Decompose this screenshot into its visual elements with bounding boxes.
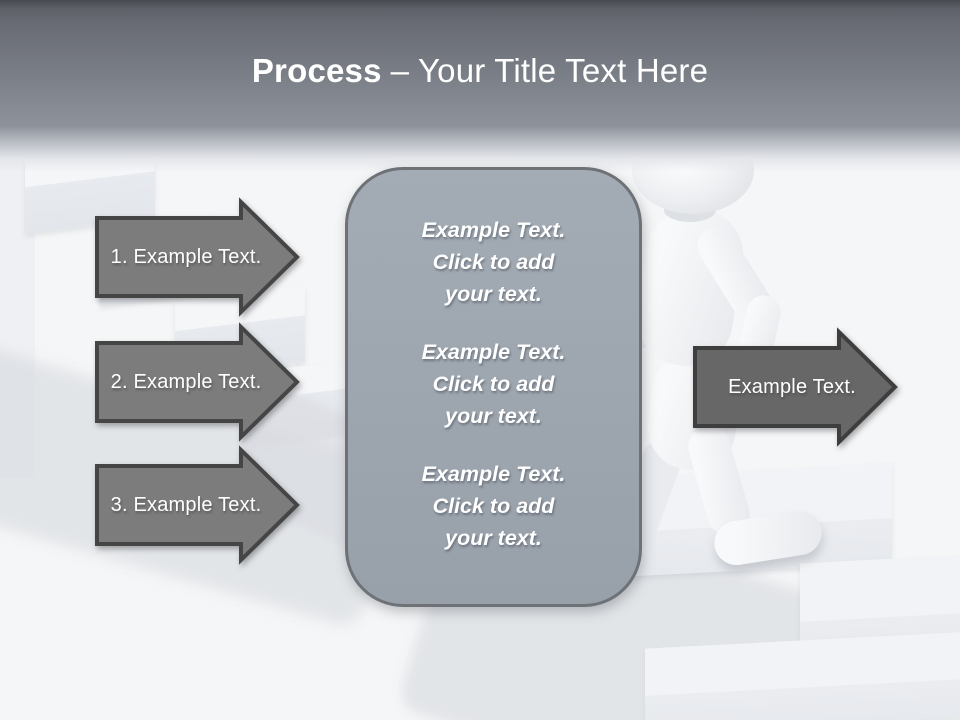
arrow-right-icon (95, 197, 300, 317)
output-arrow-label: Example Text. (728, 375, 856, 398)
arrow-shape (95, 445, 300, 565)
panel-text-block-1[interactable]: Example Text. Click to add your text. (421, 218, 566, 306)
arrow-shape (95, 322, 300, 442)
step-arrow-2[interactable]: 2. Example Text. (94, 322, 300, 442)
arrow-shape (95, 197, 300, 317)
step-arrow-3-label: 3. Example Text. (110, 493, 262, 516)
panel-text-block-3[interactable]: Example Text. Click to add your text. (421, 462, 566, 550)
step-arrow-3[interactable]: 3. Example Text. (94, 445, 300, 565)
slide-header: Process– Your Title Text Here (0, 0, 960, 126)
center-text-panel[interactable]: Example Text. Click to add your text. Ex… (345, 167, 642, 607)
step-arrow-1-label: 1. Example Text. (110, 245, 262, 268)
arrow-right-icon (95, 322, 300, 442)
panel-text-block-2[interactable]: Example Text. Click to add your text. (421, 340, 566, 428)
title-emphasis: Process (251, 52, 382, 89)
arrow-right-icon (95, 445, 300, 565)
step-arrow-2-label: 2. Example Text. (110, 370, 262, 393)
slide-title[interactable]: Process– Your Title Text Here (0, 52, 960, 90)
step-arrow-1[interactable]: 1. Example Text. (94, 197, 300, 317)
arrow-right-icon (693, 327, 898, 447)
title-rest: – Your Title Text Here (390, 52, 709, 89)
header-fade-gradient (0, 126, 960, 172)
arrow-shape (693, 327, 898, 447)
output-arrow[interactable]: Example Text. (692, 327, 898, 447)
